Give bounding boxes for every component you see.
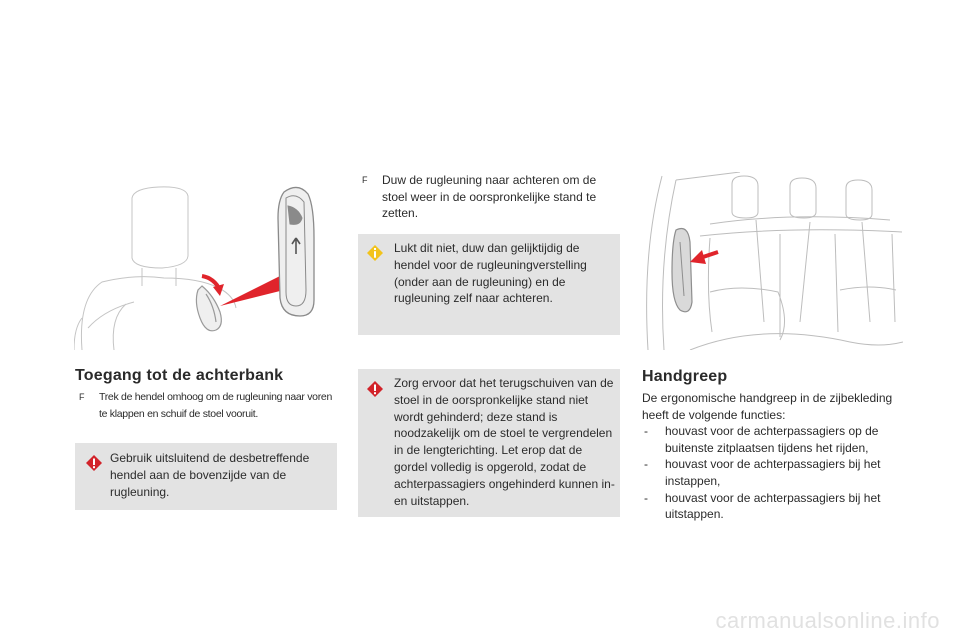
section-title: Toegang tot de achterbank [75,367,284,384]
warning-icon [367,381,383,397]
intro-text: De ergonomische handgreep in de zijbekle… [642,391,893,422]
handle-description: De ergonomische handgreep in de zijbekle… [642,390,907,523]
instruction-bullet: F Trek de hendel omhoog om de rugleuning… [79,389,337,423]
list-item: - houvast voor de achterpassagiers op de… [644,424,879,455]
warning-text: Gebruik uitsluitend de desbetreffende he… [110,451,310,499]
section-title: Handgreep [642,368,728,385]
list-item: - houvast voor de achterpassagiers bij h… [644,490,881,522]
warning-icon [86,455,102,471]
info-icon [367,245,383,261]
rear-seat-handle-illustration [646,172,903,350]
warning-note: Zorg ervoor dat het terugschuiven van de… [358,369,620,517]
list-item-text: houvast voor de achterpassagiers bij het… [665,457,881,488]
seat-lever-illustration [74,186,315,351]
bullet-text: Trek de hendel omhoog om de rugleuning n… [99,391,332,420]
bullet-icon: F [362,175,368,185]
info-note: Lukt dit niet, duw dan gelijktijdig de h… [358,234,620,335]
list-item-text: houvast voor de achterpassagiers bij het… [665,490,881,522]
info-text: Lukt dit niet, duw dan gelijktijdig de h… [394,241,587,306]
list-item: - houvast voor de achterpassagiers bij h… [644,457,881,488]
bullet-text: Duw de rugleuning naar achteren om de st… [382,173,597,220]
watermark: carmanualsonline.info [715,608,940,633]
instruction-bullet: F Duw de rugleuning naar achteren om de … [362,172,612,222]
warning-text: Zorg ervoor dat het terugschuiven van de… [394,376,615,508]
list-item-text: houvast voor de achterpassagiers op de b… [665,424,879,455]
bullet-icon: F [79,392,85,402]
warning-note: Gebruik uitsluitend de desbetreffende he… [75,443,337,510]
